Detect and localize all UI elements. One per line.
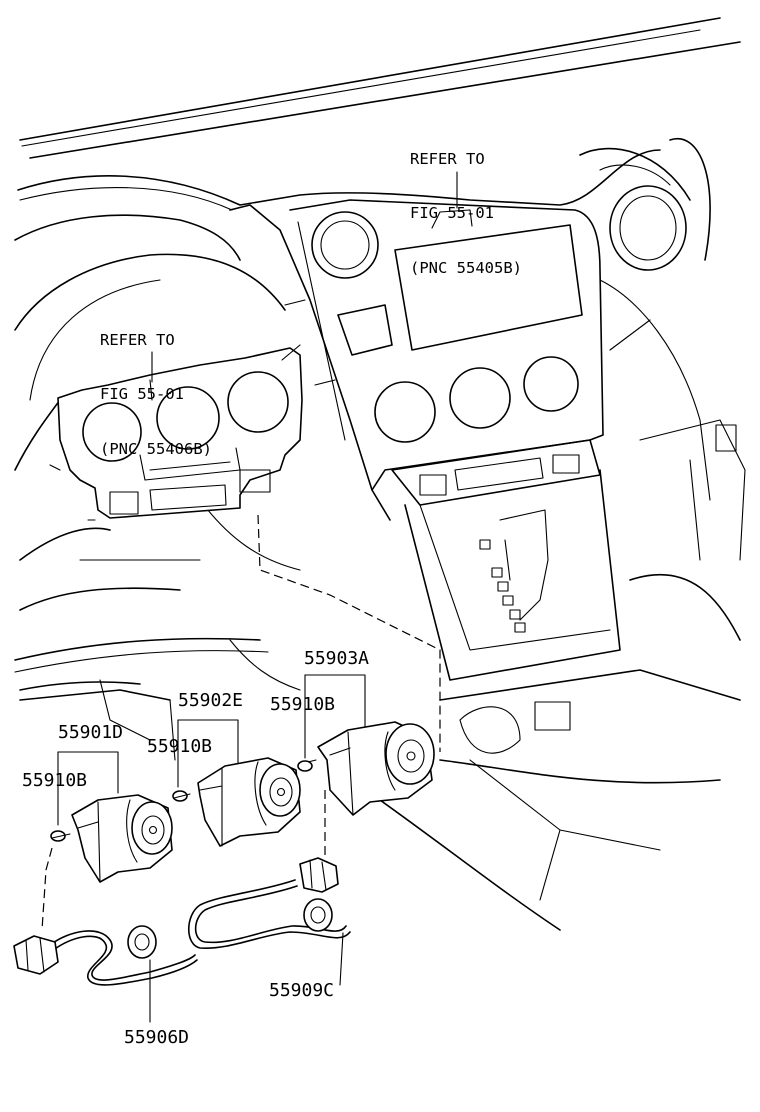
control-knob-left: [50, 794, 173, 883]
center-console: [229, 199, 746, 931]
part-label-55910B-left: 55910B: [22, 770, 88, 791]
windshield-lines: [19, 17, 741, 159]
cluster-bezel: [49, 344, 303, 521]
right-vent: [579, 137, 711, 271]
part-label-55902E: 55902E: [178, 690, 244, 711]
refer-note-upper-line1: REFER TO: [410, 149, 485, 168]
refer-note-upper-line3: (PNC 55405B): [410, 259, 522, 278]
dashboard-outline: [14, 149, 661, 761]
refer-note-left-line3: (PNC 55406B): [100, 440, 212, 459]
control-knob-middle: [172, 757, 301, 847]
part-label-55906D: 55906D: [124, 1027, 190, 1048]
wire-harness-55906D: [13, 925, 198, 986]
refer-note-upper-line2: FIG 55-01: [410, 204, 494, 223]
part-label-55910B-mid: 55910B: [147, 736, 213, 757]
part-label-55901D: 55901D: [58, 722, 124, 743]
part-label-55903A: 55903A: [304, 648, 370, 669]
label-leaders: [57, 171, 458, 1023]
refer-note-left: REFER TO FIG 55-01 (PNC 55406B): [100, 294, 212, 477]
control-knob-right: [297, 721, 435, 816]
part-label-55910B-right: 55910B: [270, 694, 336, 715]
wire-harness-55909C: [187, 857, 351, 949]
refer-note-left-line1: REFER TO: [100, 330, 175, 349]
part-label-55909C: 55909C: [269, 980, 335, 1001]
refer-note-left-line2: FIG 55-01: [100, 385, 184, 404]
refer-note-upper: REFER TO FIG 55-01 (PNC 55405B): [410, 113, 522, 296]
dashed-leaders: [41, 514, 441, 931]
